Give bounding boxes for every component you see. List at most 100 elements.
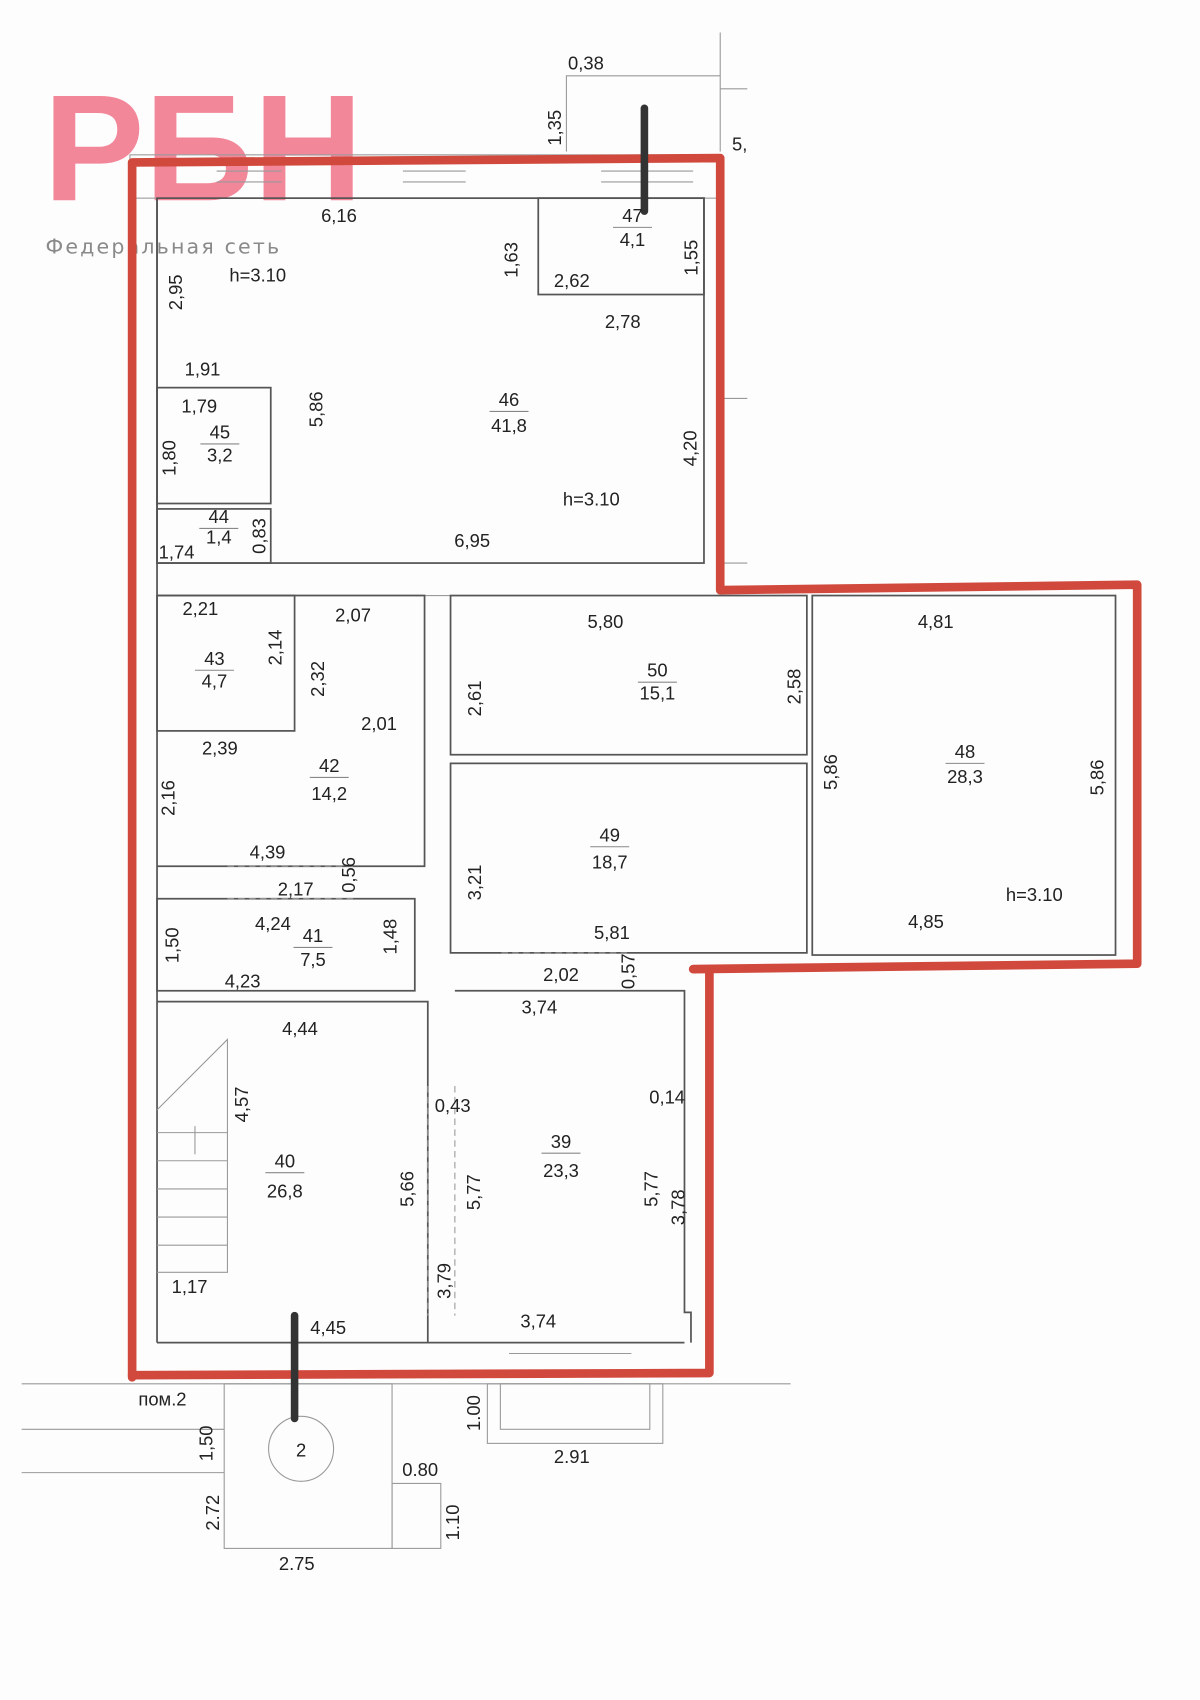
dimension-label: 2,78	[605, 311, 641, 332]
room-area: 23,3	[543, 1160, 579, 1181]
room-number: 41	[303, 925, 323, 946]
room-number: 42	[319, 755, 339, 776]
dimension-label-vertical: 4,57	[231, 1087, 252, 1123]
dimension-label-vertical: 0,57	[618, 953, 639, 989]
dimension-label-vertical: 0,56	[338, 857, 359, 893]
context-lines	[565, 32, 748, 564]
dimension-label-vertical: 1,50	[195, 1425, 216, 1461]
dimension-label-vertical: 1,48	[379, 919, 400, 955]
dimension-label: 2.91	[554, 1446, 590, 1467]
room-area: 15,1	[640, 682, 676, 703]
dimension-label-vertical: 2,32	[307, 661, 328, 697]
dimension-label-vertical: 2,58	[783, 669, 804, 705]
room-39: 39 23,3	[541, 1131, 581, 1181]
room-area: 4,7	[202, 671, 228, 692]
dimension-label: 2,02	[543, 964, 579, 985]
dimension-label-vertical: 5,86	[1087, 760, 1108, 796]
dimension-label: 4,81	[918, 611, 954, 632]
dimension-label-vertical: 1.00	[463, 1395, 484, 1431]
dimension-label: h=3.10	[1006, 884, 1063, 905]
dimension-label-vertical: 5,86	[820, 754, 841, 790]
dimension-label: 1,79	[181, 396, 217, 417]
dimension-label-vertical: 2.72	[202, 1495, 223, 1531]
dimension-label-vertical: 5,86	[306, 391, 327, 427]
dimension-label: пом.2	[138, 1388, 186, 1409]
dimension-label-vertical: 3,78	[667, 1189, 688, 1225]
room-number: 44	[209, 506, 229, 527]
dimension-label: 4,23	[225, 971, 261, 992]
dimension-label-vertical: 2,95	[165, 274, 186, 310]
room-area: 14,2	[311, 783, 347, 804]
dimension-label: 0.80	[402, 1459, 438, 1480]
dimension-label: 2,07	[335, 605, 371, 626]
room-43: 434,7	[194, 648, 234, 692]
dimension-label-vertical: 3,21	[464, 865, 485, 901]
logo-text: РБН	[43, 64, 363, 233]
dimension-label: h=3.10	[229, 265, 286, 286]
room-number: 47	[622, 205, 642, 226]
dimension-label: 1,74	[159, 542, 195, 563]
dimension-label: 3,74	[520, 1311, 556, 1332]
dimension-label-vertical: 2,16	[157, 780, 178, 816]
room-41: 417,5	[293, 925, 333, 970]
dimension-label: 2.75	[279, 1553, 315, 1574]
dimension-label: 1,91	[185, 359, 221, 380]
dimension-label-vertical: 5,77	[640, 1171, 661, 1207]
entrance-number: 2	[296, 1439, 306, 1460]
room-number: 45	[210, 422, 230, 443]
dimension-label-vertical: 1,50	[162, 927, 183, 963]
dimension-label: 6,95	[454, 530, 490, 551]
dimension-label: 6,16	[321, 205, 357, 226]
dimension-label: 2,17	[278, 878, 314, 899]
dimension-label: 5,81	[594, 922, 630, 943]
dimension-label: 1,17	[172, 1276, 208, 1297]
entrance-marker-circle	[268, 1415, 335, 1482]
room-number: 43	[204, 648, 224, 669]
dimension-label-vertical: 3,79	[434, 1263, 455, 1299]
exterior	[21, 1352, 791, 1549]
room-45: 453,2	[200, 422, 240, 465]
dimension-label: 4,85	[908, 911, 944, 932]
room-area: 7,5	[300, 949, 326, 970]
dimension-label-vertical: 2,14	[265, 630, 286, 666]
room-47: 474,1	[612, 205, 652, 250]
staircase	[156, 1038, 228, 1273]
room-area: 18,7	[592, 851, 628, 872]
dimension-label-vertical: 1,55	[680, 240, 701, 276]
dimension-label: 4,44	[282, 1018, 318, 1039]
rental-area-outline	[127, 153, 1142, 1382]
dimension-label-vertical: 4,20	[679, 430, 700, 466]
room-area: 41,8	[491, 415, 527, 436]
dimension-label: 4,24	[255, 913, 291, 934]
dimension-label: 2,21	[182, 598, 218, 619]
dimension-label: 2,39	[202, 738, 238, 759]
dimension-label-vertical: 0,83	[248, 518, 269, 554]
dimension-label: 4,39	[250, 842, 286, 863]
dimension-label-vertical: 1,35	[544, 110, 565, 146]
dimension-label: 3,74	[521, 997, 557, 1018]
dimension-labels: 0,38 6,16 h=3.10 2,62 2,78 1,91 1,79 h=3.10 6,95…	[138, 52, 1107, 1574]
room-area: 1,4	[206, 527, 232, 548]
room-number: 40	[275, 1150, 295, 1171]
room-number: 50	[647, 660, 667, 681]
room-area: 4,1	[620, 229, 646, 250]
dimension-label: 2,01	[361, 713, 397, 734]
dimension-label-vertical: 2,61	[464, 681, 485, 717]
logo: РБН Федеральная сеть	[43, 64, 363, 258]
room-area: 3,2	[207, 444, 233, 465]
room-number: 48	[955, 741, 975, 762]
dimension-label: h=3.10	[563, 489, 620, 510]
dimension-label: 2,62	[554, 270, 590, 291]
dimension-label: 0,38	[568, 52, 604, 73]
dimension-label: 0,14	[649, 1086, 685, 1107]
room-number: 39	[551, 1131, 571, 1152]
dimension-label: 4,45	[310, 1317, 346, 1338]
logo-subtitle: Федеральная сеть	[45, 234, 281, 258]
dimension-label: 5,	[732, 134, 747, 155]
dimension-label: 5,80	[588, 611, 624, 632]
room-area: 28,3	[947, 766, 983, 787]
